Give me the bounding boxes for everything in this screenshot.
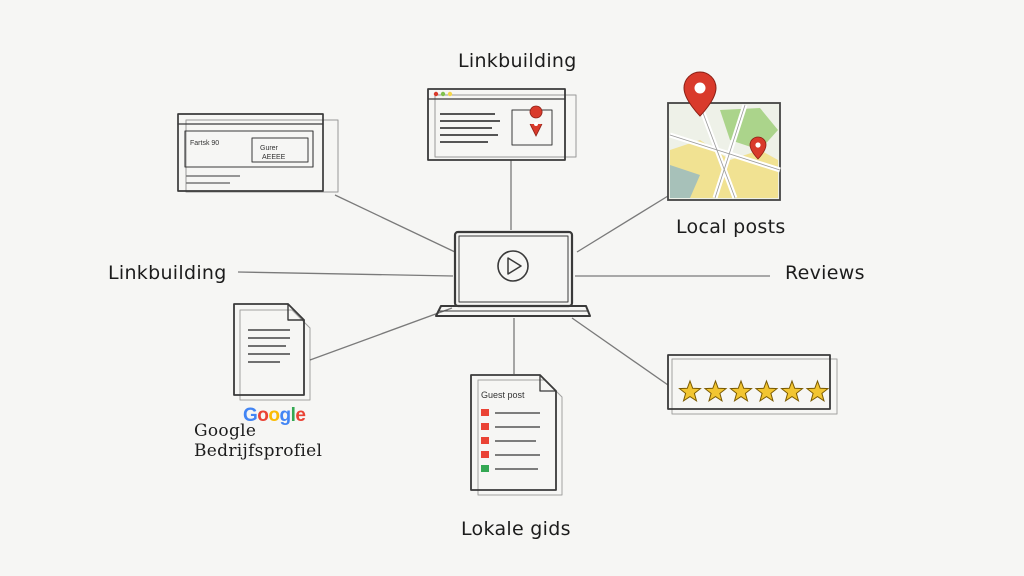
- checklist-document-icon: Guest post: [470, 374, 563, 496]
- document-icon: [233, 303, 311, 401]
- star-icon: [703, 379, 728, 403]
- star-icon: [678, 379, 702, 403]
- label-top-linkbuilding: Linkbuilding: [458, 50, 577, 72]
- star-icon: [805, 379, 830, 403]
- browser-text-1: Fartsk 90: [190, 140, 219, 147]
- connector-left: [237, 271, 454, 277]
- label-lokale-gids: Lokale gids: [461, 518, 571, 540]
- label-left-linkbuilding: Linkbuilding: [108, 262, 227, 284]
- label-google-bedrijfsprofiel: Google Bedrijfsprofiel: [194, 421, 323, 461]
- label-local-posts: Local posts: [676, 216, 786, 238]
- doc-title: Guest post: [481, 390, 525, 400]
- google-logo-letter: o: [268, 405, 280, 426]
- five-stars-icon: [667, 354, 838, 415]
- connectors: [237, 160, 770, 386]
- google-logo-letter: g: [279, 405, 292, 426]
- browser-text-3: AEEEE: [262, 154, 286, 161]
- google-logo-letter: e: [295, 405, 306, 426]
- connector-bottom-left: [309, 307, 453, 361]
- label-reviews: Reviews: [785, 262, 865, 284]
- star-icon: [754, 379, 779, 403]
- star-icon: [780, 379, 804, 403]
- browser-map-pin-icon: [427, 88, 577, 161]
- google-logo-letter: l: [290, 405, 296, 426]
- browser-window-icon: Fartsk 90 Gurer AEEEE: [177, 113, 339, 193]
- connector-bottom-right: [571, 317, 669, 386]
- google-logo-letter: o: [257, 405, 269, 426]
- connector-top-right: [576, 195, 669, 253]
- laptop-play-icon: [435, 230, 591, 317]
- star-icon: [729, 379, 753, 403]
- browser-text-2: Gurer: [260, 145, 279, 152]
- google-logo: Google: [243, 405, 306, 427]
- google-logo-letter: G: [243, 405, 258, 426]
- connector-top-left: [334, 194, 456, 253]
- map-pin-icon: [667, 71, 781, 201]
